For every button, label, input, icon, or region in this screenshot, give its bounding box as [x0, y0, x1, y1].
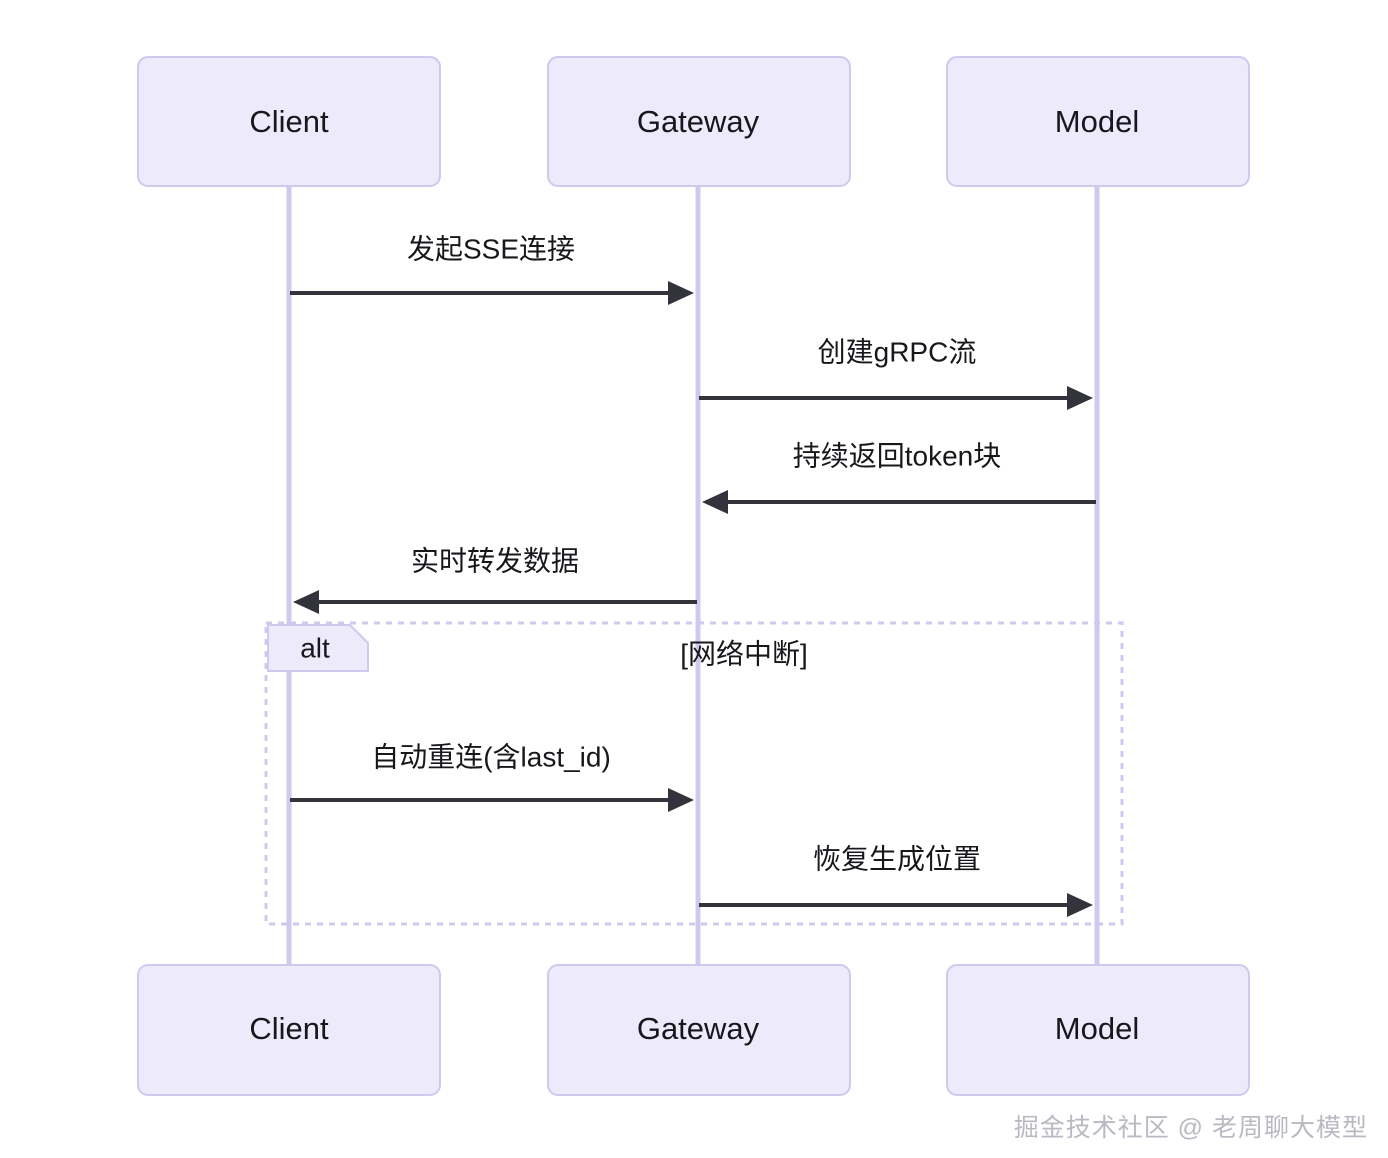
message-4: 实时转发数据	[293, 545, 697, 614]
lifelines	[286, 186, 1100, 966]
message-2-label: 创建gRPC流	[818, 336, 977, 367]
message-3-arrowhead	[702, 490, 728, 514]
participant-box-gateway-top[interactable]	[547, 56, 851, 187]
message-2: 创建gRPC流	[699, 336, 1093, 410]
message-3: 持续返回token块	[702, 440, 1096, 514]
participants-bottom: Client Gateway Model	[137, 964, 1250, 1096]
participant-box-model-bottom[interactable]	[946, 964, 1250, 1096]
alt-fragment-tag-label: alt	[300, 632, 330, 663]
participant-label-gateway-bottom: Gateway	[637, 1011, 760, 1046]
participant-label-model-bottom: Model	[1055, 1011, 1139, 1046]
message-6: 恢复生成位置	[699, 843, 1093, 917]
message-1-label: 发起SSE连接	[407, 233, 575, 264]
participant-box-client-bottom[interactable]	[137, 964, 441, 1096]
participant-box-model-top[interactable]	[946, 56, 1250, 187]
message-5-label: 自动重连(含last_id)	[371, 741, 611, 772]
message-1: 发起SSE连接	[290, 233, 694, 305]
message-6-arrowhead	[1067, 893, 1093, 917]
watermark: 掘金技术社区 @ 老周聊大模型	[1013, 1114, 1368, 1142]
alt-fragment-condition: [网络中断]	[680, 638, 808, 669]
message-2-arrowhead	[1067, 386, 1093, 410]
message-4-label: 实时转发数据	[411, 545, 579, 576]
message-5: 自动重连(含last_id)	[290, 741, 694, 812]
participant-label-gateway-top: Gateway	[637, 104, 760, 139]
message-5-arrowhead	[668, 788, 694, 812]
participant-box-gateway-bottom[interactable]	[547, 964, 851, 1096]
alt-fragment-border	[264, 621, 1124, 926]
participant-label-client-top: Client	[249, 104, 329, 139]
message-6-label: 恢复生成位置	[813, 843, 981, 874]
participants-top: Client Gateway Model	[137, 56, 1250, 187]
alt-fragment: alt [网络中断]	[264, 621, 1124, 926]
participant-box-client-top[interactable]	[137, 56, 441, 187]
participant-label-model-top: Model	[1055, 104, 1139, 139]
message-4-arrowhead	[293, 590, 319, 614]
alt-fragment-tag	[267, 624, 369, 672]
message-3-label: 持续返回token块	[793, 440, 1002, 471]
participant-label-client-bottom: Client	[249, 1011, 329, 1046]
message-1-arrowhead	[668, 281, 694, 305]
